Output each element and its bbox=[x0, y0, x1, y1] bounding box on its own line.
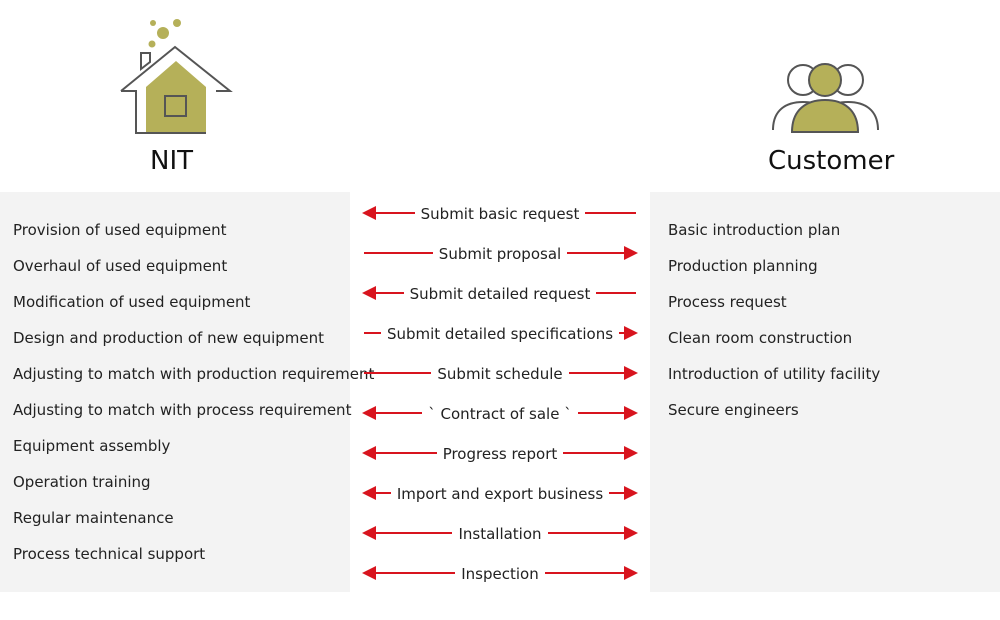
arrowhead-left bbox=[362, 526, 376, 540]
arrowhead-left bbox=[362, 446, 376, 460]
smoke-dot-right bbox=[173, 19, 181, 27]
flow-label: ` Contract of sale ` bbox=[350, 404, 650, 424]
nit-panel bbox=[0, 192, 350, 592]
arrowhead-left bbox=[362, 406, 376, 420]
nit-service-item: Adjusting to match with production requi… bbox=[13, 365, 375, 383]
flow-label: Submit proposal bbox=[350, 244, 650, 264]
flow-label: Installation bbox=[350, 524, 650, 544]
arrowhead-right bbox=[624, 446, 638, 460]
customer-need-item: Secure engineers bbox=[668, 401, 799, 419]
arrowhead-left bbox=[362, 206, 376, 220]
arrowhead-right bbox=[624, 406, 638, 420]
nit-service-item: Operation training bbox=[13, 473, 151, 491]
arrowhead-right bbox=[624, 366, 638, 380]
arrowhead-right bbox=[624, 526, 638, 540]
flow-label: Submit basic request bbox=[350, 204, 650, 224]
smoke-dot-large bbox=[157, 27, 169, 39]
arrowhead-right bbox=[624, 566, 638, 580]
nit-service-item: Adjusting to match with process requirem… bbox=[13, 401, 352, 419]
roof-outline bbox=[120, 45, 233, 92]
flow-label: Submit detailed request bbox=[350, 284, 650, 304]
smoke-dot-small bbox=[150, 20, 156, 26]
flow-label-text: Import and export business bbox=[390, 485, 610, 503]
nit-title: NIT bbox=[150, 146, 193, 176]
flow-label-text: ` Contract of sale ` bbox=[422, 405, 578, 423]
flow-label: Submit detailed specifications bbox=[350, 324, 650, 344]
flow-label-text: Submit detailed request bbox=[403, 285, 597, 303]
flow-label-text: Submit proposal bbox=[432, 245, 568, 263]
flow-label: Submit schedule bbox=[350, 364, 650, 384]
nit-service-item: Provision of used equipment bbox=[13, 221, 227, 239]
customer-need-item: Production planning bbox=[668, 257, 818, 275]
arrowhead-right bbox=[624, 486, 638, 500]
customer-title: Customer bbox=[768, 146, 895, 176]
customer-need-item: Introduction of utility facility bbox=[668, 365, 881, 383]
nit-service-item: Regular maintenance bbox=[13, 509, 174, 527]
nit-service-item: Equipment assembly bbox=[13, 437, 171, 455]
people-group-icon bbox=[772, 63, 879, 133]
flow-label: Progress report bbox=[350, 444, 650, 464]
customer-panel bbox=[650, 192, 1000, 592]
nit-service-item: Process technical support bbox=[13, 545, 206, 563]
house-window bbox=[164, 95, 187, 117]
house-icon bbox=[120, 19, 233, 134]
customer-need-item: Basic introduction plan bbox=[668, 221, 841, 239]
nit-service-item: Modification of used equipment bbox=[13, 293, 251, 311]
arrowhead-left bbox=[362, 286, 376, 300]
flow-label-text: Progress report bbox=[436, 445, 564, 463]
flow-label: Inspection bbox=[350, 564, 650, 584]
flow-label: Import and export business bbox=[350, 484, 650, 504]
nit-service-item: Design and production of new equipment bbox=[13, 329, 325, 347]
flow-label-text: Submit basic request bbox=[414, 205, 586, 223]
smoke-dot-bottom bbox=[148, 40, 156, 48]
customer-need-item: Process request bbox=[668, 293, 787, 311]
nit-service-item: Overhaul of used equipment bbox=[13, 257, 228, 275]
customer-need-item: Clean room construction bbox=[668, 329, 853, 347]
flow-label-text: Inspection bbox=[455, 565, 545, 583]
arrowhead-right bbox=[624, 246, 638, 260]
arrowhead-right bbox=[624, 326, 638, 340]
arrowhead-left bbox=[362, 486, 376, 500]
arrowhead-left bbox=[362, 566, 376, 580]
flow-label-text: Submit schedule bbox=[431, 365, 569, 383]
flow-label-text: Installation bbox=[452, 525, 548, 543]
flow-label-text: Submit detailed specifications bbox=[380, 325, 620, 343]
chimney bbox=[140, 52, 151, 72]
